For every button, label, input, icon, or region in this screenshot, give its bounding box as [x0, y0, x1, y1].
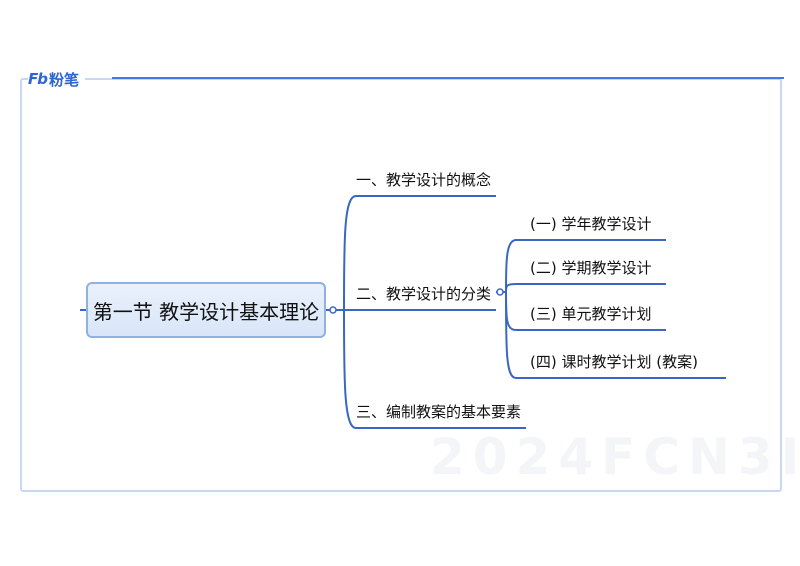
watermark: 2024FCN3I: [430, 428, 800, 486]
branch-node-concept: 一、教学设计的概念: [356, 171, 492, 189]
child-3-curve: [505, 291, 517, 331]
root-collapse-dot: [329, 306, 337, 314]
fenbi-logo: Fb 粉笔: [28, 68, 85, 90]
branch-2-collapse-dot: [496, 288, 504, 296]
child-node-academic-year: (一) 学年教学设计: [530, 215, 652, 233]
logo-mark: Fb: [28, 70, 48, 88]
child-1-curve: [505, 239, 517, 293]
mindmap-root-node: 第一节 教学设计基本理论: [86, 282, 326, 338]
branch-3-curve: [343, 309, 357, 429]
child-2-curve: [505, 283, 517, 293]
child-node-semester: (二) 学期教学设计: [530, 259, 652, 277]
frame-accent-line: [112, 77, 784, 79]
child-node-lesson: (四) 课时教学计划 (教案): [530, 353, 698, 371]
branch-node-lesson-plan-elements: 三、编制教案的基本要素: [356, 403, 522, 421]
branch-node-classification: 二、教学设计的分类: [356, 285, 492, 303]
logo-text: 粉笔: [48, 70, 79, 89]
child-4-curve: [505, 291, 517, 379]
content-frame: [20, 78, 782, 492]
child-node-unit: (三) 单元教学计划: [530, 305, 652, 323]
branch-1-curve: [343, 195, 357, 311]
